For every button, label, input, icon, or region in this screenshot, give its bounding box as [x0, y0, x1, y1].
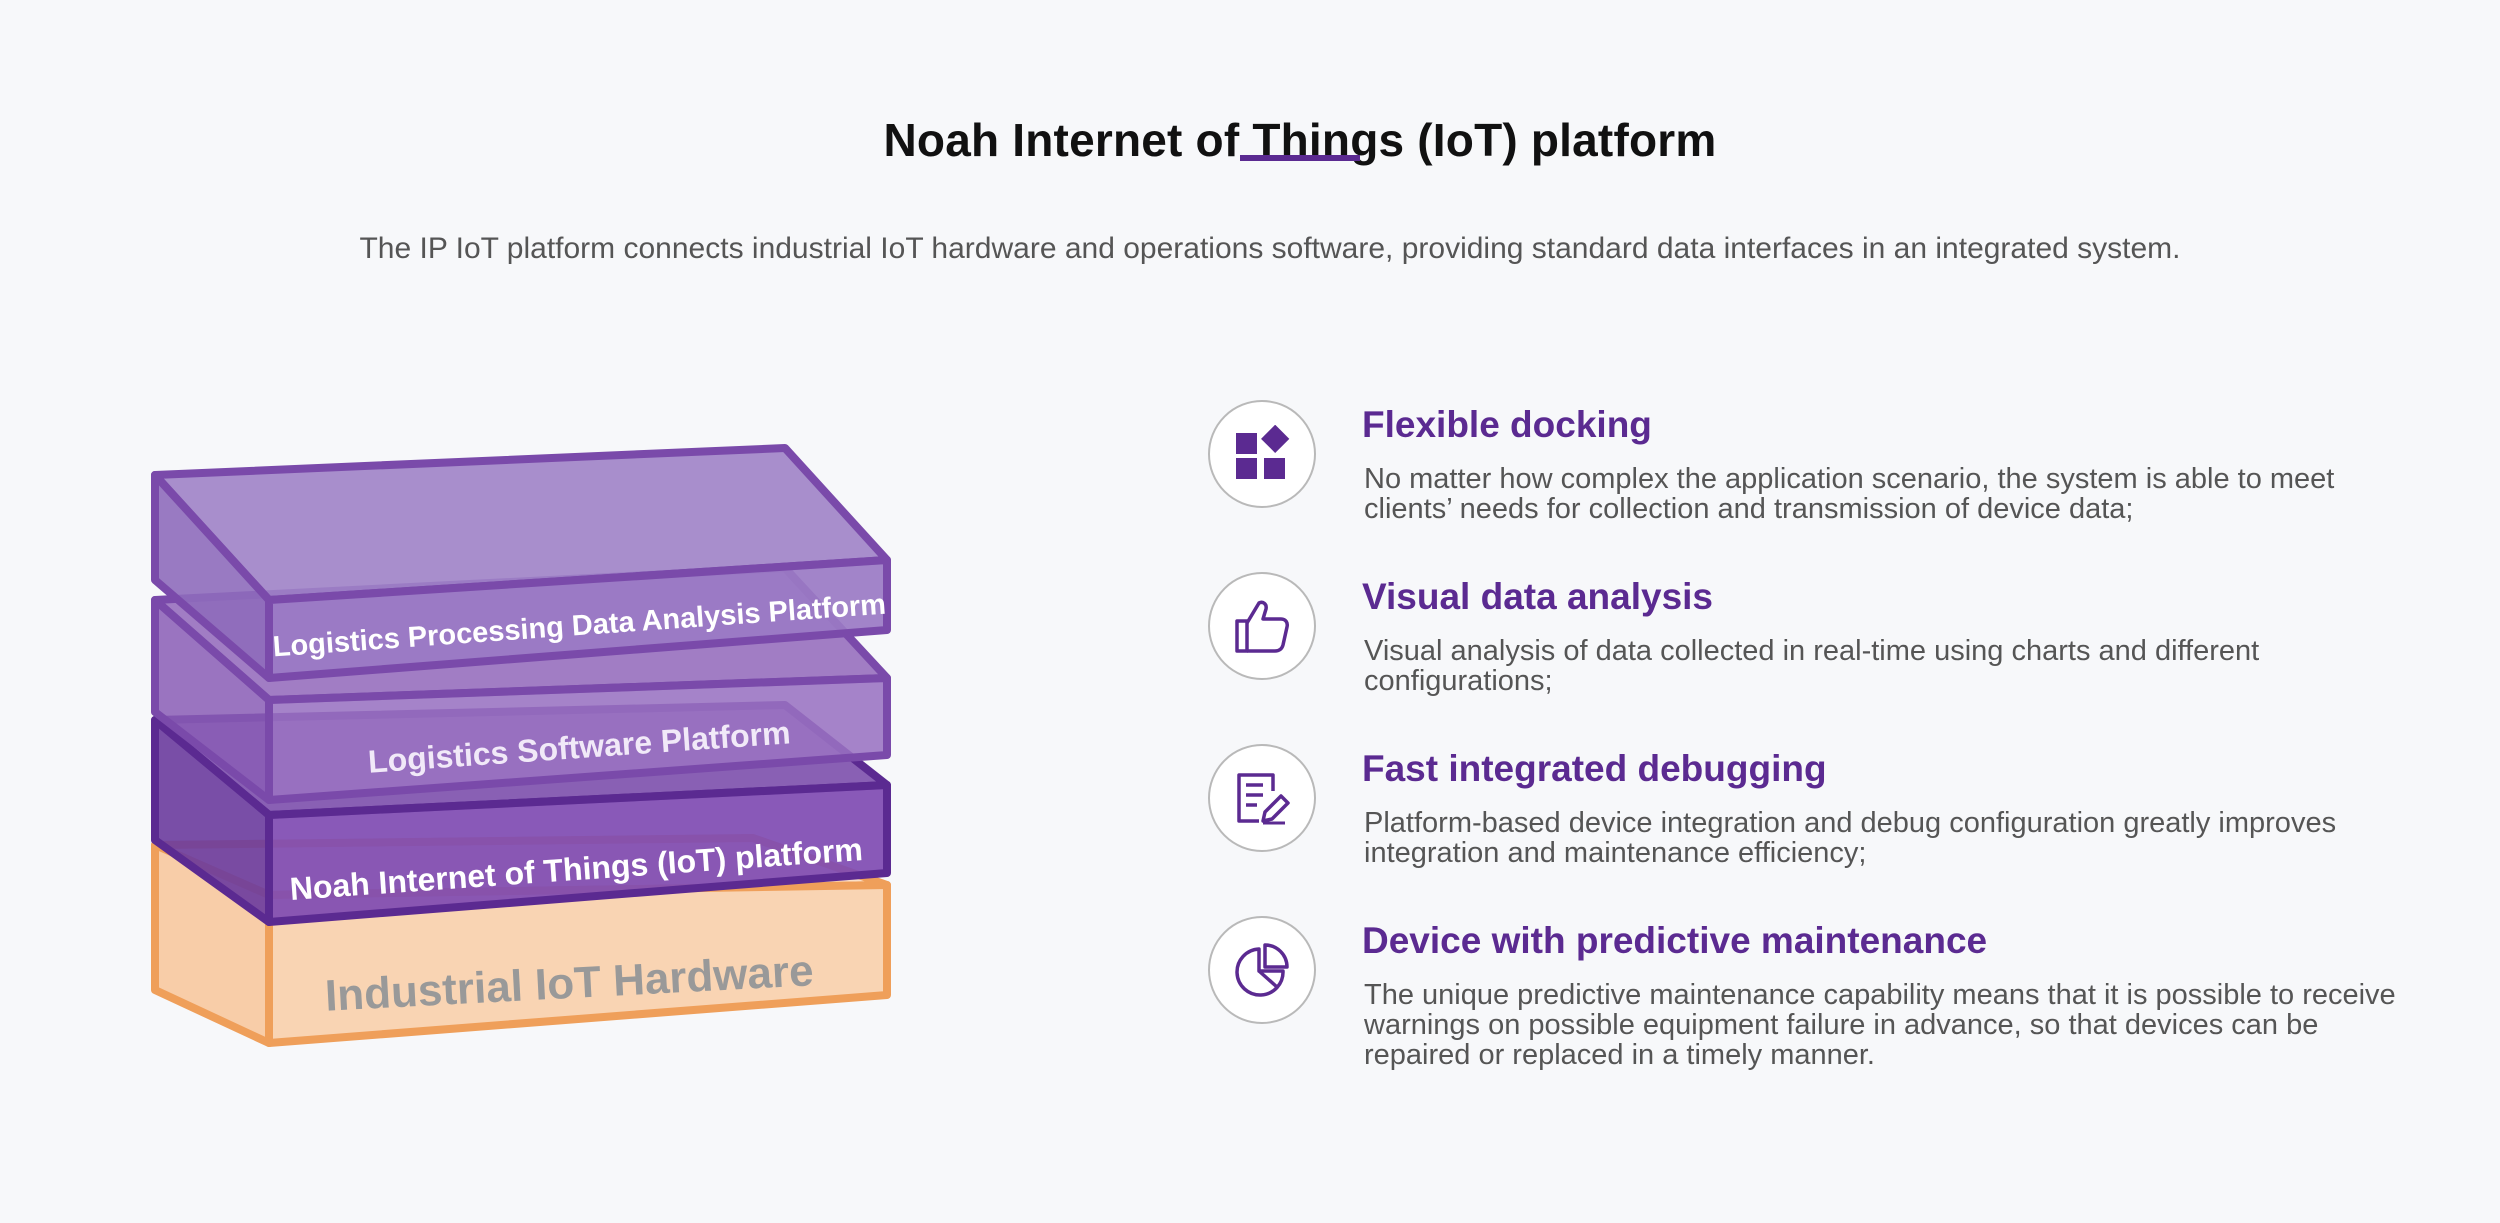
page-subtitle: The IP IoT platform connects industrial …: [359, 232, 2181, 265]
feature-icon-circle: [1208, 572, 1316, 680]
feature-icon-circle: [1208, 916, 1316, 1024]
feature-icon-circle: [1208, 400, 1316, 508]
stack-layer-data-analysis-platform: Logistics Processing Data Analysis Platf…: [151, 444, 891, 682]
document-edit-icon: [1237, 773, 1290, 825]
feature-item-visual-data-analysis: Visual data analysis Visual analysis of …: [1208, 572, 2448, 722]
title-underline: [1240, 155, 1360, 161]
feature-item-predictive-maintenance: Device with predictive maintenance The u…: [1208, 916, 2448, 1070]
feature-title: Visual data analysis: [1362, 576, 1714, 617]
blocks-icon: [1236, 425, 1290, 479]
platform-stack-diagram: Industrial IoT Hardware Noah Internet of…: [145, 420, 905, 1070]
feature-title: Device with predictive maintenance: [1362, 920, 1988, 961]
feature-item-fast-integrated-debugging: Fast integrated debugging Platform-based…: [1208, 744, 2448, 894]
feature-title: Fast integrated debugging: [1362, 748, 1827, 789]
feature-item-flexible-docking: Flexible docking No matter how complex t…: [1208, 400, 2448, 550]
feature-description: Platform-based device integration and de…: [1364, 807, 2337, 869]
feature-icon-circle: [1208, 744, 1316, 852]
feature-title: Flexible docking: [1362, 404, 1652, 445]
feature-description: Visual analysis of data collected in rea…: [1364, 635, 2260, 697]
pie-chart-icon: [1235, 943, 1289, 997]
feature-description: No matter how complex the application sc…: [1364, 463, 2335, 525]
thumbs-up-icon: [1235, 600, 1289, 653]
feature-description: The unique predictive maintenance capabi…: [1364, 979, 2396, 1071]
